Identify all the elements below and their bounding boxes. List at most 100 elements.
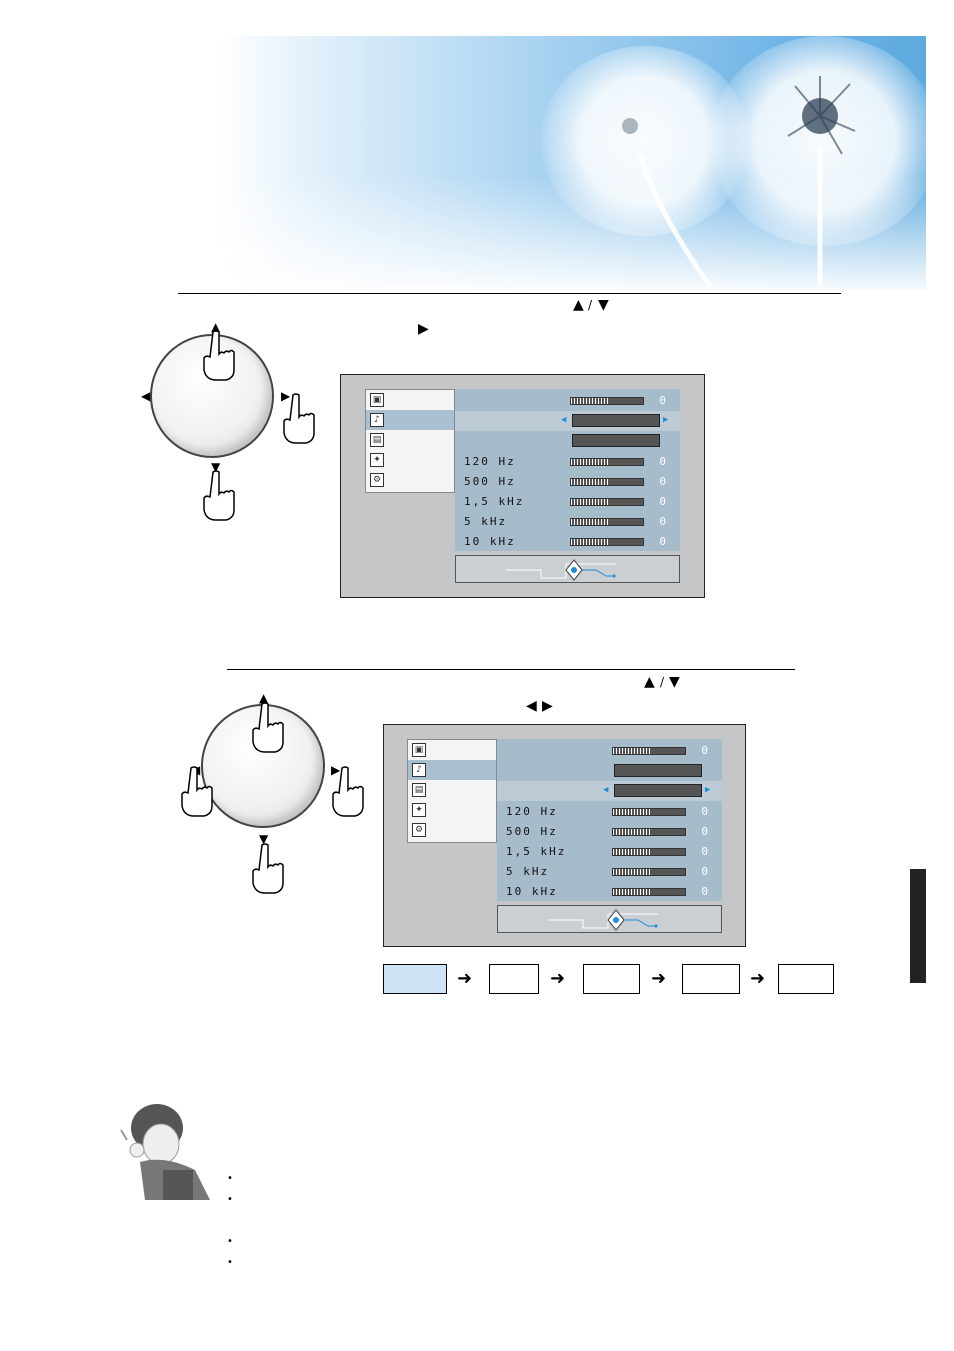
pointing-hand-icon bbox=[203, 330, 235, 381]
osd-row[interactable]: 5 kHz 0 bbox=[497, 862, 722, 882]
osd-menu-sidebar: ▣ ♪ ▤ ✦ ⚙ bbox=[407, 739, 497, 843]
navigation-hint-icon bbox=[506, 559, 616, 581]
row-label: 10 kHz bbox=[506, 885, 558, 898]
osd-row[interactable]: 0 bbox=[497, 741, 722, 761]
osd-row[interactable]: 120 Hz 0 bbox=[497, 802, 722, 822]
level-bar[interactable] bbox=[612, 848, 686, 856]
level-bar[interactable] bbox=[570, 538, 644, 546]
row-label: 500 Hz bbox=[464, 475, 516, 488]
down-triangle-icon: ▼ bbox=[259, 832, 269, 846]
option-box[interactable] bbox=[614, 764, 702, 777]
right-triangle-icon: ▶ bbox=[705, 785, 713, 795]
menu-item-features[interactable]: ✦ bbox=[408, 800, 496, 820]
pointing-hand-icon bbox=[283, 393, 315, 444]
right-arrow-icon: ➜ bbox=[750, 968, 766, 989]
row-value: 0 bbox=[701, 805, 710, 818]
menu-item-setup[interactable]: ⚙ bbox=[366, 470, 454, 490]
menu-item-sound[interactable]: ♪ bbox=[408, 760, 496, 780]
option-box[interactable] bbox=[572, 434, 660, 447]
level-bar[interactable] bbox=[570, 478, 644, 486]
right-triangle-icon: ▶ bbox=[331, 763, 341, 777]
row-label: 10 kHz bbox=[464, 535, 516, 548]
features-icon: ✦ bbox=[412, 803, 426, 817]
row-value: 0 bbox=[701, 845, 710, 858]
bullet-point: • bbox=[227, 1257, 233, 1268]
level-bar[interactable] bbox=[612, 828, 686, 836]
up-triangle-icon: ▲ bbox=[259, 691, 269, 705]
row-value: 0 bbox=[659, 455, 668, 468]
menu-item-screen[interactable]: ▤ bbox=[408, 780, 496, 800]
osd-row[interactable]: 10 kHz 0 bbox=[455, 532, 680, 552]
row-value: 0 bbox=[701, 885, 710, 898]
osd-row-selected[interactable]: ◀ ▶ bbox=[455, 411, 680, 431]
row-value: 0 bbox=[659, 475, 668, 488]
menu-item-features[interactable]: ✦ bbox=[366, 450, 454, 470]
level-bar[interactable] bbox=[612, 868, 686, 876]
pointing-hand-icon bbox=[332, 766, 364, 817]
right-arrow-icon: ➜ bbox=[550, 968, 566, 989]
row-value: 0 bbox=[659, 535, 668, 548]
menu-item-screen[interactable]: ▤ bbox=[366, 430, 454, 450]
row-value: 0 bbox=[701, 865, 710, 878]
osd-row[interactable]: 5 kHz 0 bbox=[455, 512, 680, 532]
menu-item-setup[interactable]: ⚙ bbox=[408, 820, 496, 840]
dandelion-puff-right bbox=[710, 36, 926, 246]
row-label: 5 kHz bbox=[464, 515, 508, 528]
option-box[interactable] bbox=[572, 414, 660, 427]
left-triangle-icon: ◀ bbox=[561, 415, 569, 425]
level-bar[interactable] bbox=[570, 397, 644, 405]
level-bar[interactable] bbox=[612, 808, 686, 816]
features-icon: ✦ bbox=[370, 453, 384, 467]
osd-row[interactable] bbox=[455, 431, 680, 451]
osd-row[interactable]: 0 bbox=[455, 391, 680, 411]
row-label: 120 Hz bbox=[506, 805, 558, 818]
level-bar[interactable] bbox=[612, 888, 686, 896]
row-label: 1,5 kHz bbox=[506, 845, 567, 858]
bullet-point: • bbox=[227, 1236, 233, 1247]
osd-row[interactable]: 1,5 kHz 0 bbox=[497, 842, 722, 862]
left-triangle-icon: ◀ bbox=[603, 785, 611, 795]
menu-item-sound[interactable]: ♪ bbox=[366, 410, 454, 430]
row-value: 0 bbox=[701, 825, 710, 838]
level-bar[interactable] bbox=[570, 458, 644, 466]
row-value: 0 bbox=[701, 744, 710, 757]
menu-item-picture[interactable]: ▣ bbox=[366, 390, 454, 410]
flow-step-4 bbox=[682, 964, 740, 994]
row-value: 0 bbox=[659, 394, 668, 407]
level-bar[interactable] bbox=[570, 498, 644, 506]
down-triangle-icon: ▼ bbox=[598, 297, 609, 313]
pointing-hand-icon bbox=[203, 470, 235, 521]
row-value: 0 bbox=[659, 495, 668, 508]
flow-step-3 bbox=[583, 964, 640, 994]
level-bar[interactable] bbox=[612, 747, 686, 755]
up-triangle-icon: ▲ bbox=[644, 674, 655, 690]
osd-row[interactable] bbox=[497, 761, 722, 781]
setup-icon: ⚙ bbox=[370, 473, 384, 487]
osd-menu-sidebar: ▣ ♪ ▤ ✦ ⚙ bbox=[365, 389, 455, 493]
osd-row[interactable]: 1,5 kHz 0 bbox=[455, 492, 680, 512]
osd-row[interactable]: 500 Hz 0 bbox=[455, 472, 680, 492]
flow-step-1 bbox=[383, 964, 447, 994]
level-bar[interactable] bbox=[570, 518, 644, 526]
osd-row[interactable]: 10 kHz 0 bbox=[497, 882, 722, 902]
row-value: 0 bbox=[659, 515, 668, 528]
right-arrow-icon: ➜ bbox=[651, 968, 667, 989]
screen-icon: ▤ bbox=[370, 433, 384, 447]
mascot-illustration bbox=[120, 1104, 210, 1200]
right-arrow-icon: ➜ bbox=[457, 968, 473, 989]
row-label: 5 kHz bbox=[506, 865, 550, 878]
osd-navigation-hint bbox=[455, 555, 680, 583]
bullet-point: • bbox=[227, 1194, 233, 1205]
osd-row-selected[interactable]: ◀ ▶ bbox=[497, 781, 722, 801]
section-divider-2 bbox=[227, 669, 795, 670]
down-triangle-icon: ▼ bbox=[211, 460, 221, 474]
right-triangle-icon: ▶ bbox=[418, 321, 429, 337]
option-box[interactable] bbox=[614, 784, 702, 797]
menu-item-picture[interactable]: ▣ bbox=[408, 740, 496, 760]
sound-icon: ♪ bbox=[370, 413, 384, 427]
row-label: 1,5 kHz bbox=[464, 495, 525, 508]
